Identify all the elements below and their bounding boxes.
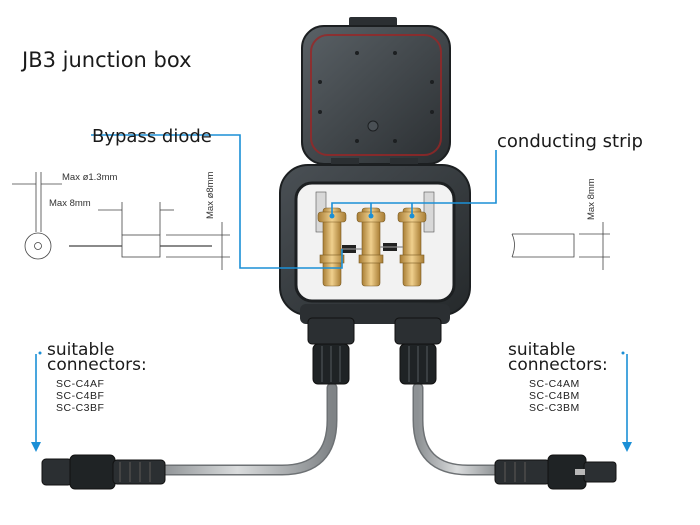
- bypass-diode-leader: [91, 134, 343, 269]
- terminal-strips: [317, 207, 427, 287]
- output-cables: [154, 382, 511, 476]
- strip-dimension-sketch: [511, 222, 610, 270]
- left-model-3: SC-C3BF: [56, 402, 105, 414]
- left-model-1: SC-C4AF: [56, 378, 105, 390]
- cable-glands: [307, 317, 442, 385]
- right-connector-models: SC-C4AM SC-C4BM SC-C3BM: [529, 378, 580, 414]
- bypass-diodes: [341, 243, 403, 253]
- diode-body: [121, 234, 161, 258]
- connector-male: [494, 454, 617, 490]
- diode-wire-dimension: Max ø1.3mm: [62, 172, 118, 183]
- right-connectors-heading: suitable connectors:: [508, 340, 608, 375]
- strip-section: [511, 233, 575, 258]
- left-connector-models: SC-C4AF SC-C4BF SC-C3BF: [56, 378, 104, 414]
- junction-box-lid: [301, 17, 451, 170]
- diode-dimension-sketch: [12, 172, 230, 270]
- left-model-2: SC-C4BF: [56, 390, 105, 402]
- left-heading-line1: suitable: [47, 340, 115, 360]
- diode-body-dimension: Max ø8mm: [205, 171, 216, 220]
- terminal-3: [397, 207, 427, 287]
- conducting-strip-leader-1: [331, 150, 497, 216]
- diode-end-view: [24, 232, 52, 260]
- left-heading-line2: connectors:: [47, 355, 147, 375]
- right-model-3: SC-C3BM: [529, 402, 580, 414]
- connector-female: [41, 454, 166, 490]
- page-title: JB3 junction box: [22, 48, 192, 72]
- right-model-2: SC-C4BM: [529, 390, 580, 402]
- left-connectors-heading: suitable connectors:: [47, 340, 147, 375]
- conducting-strip-label: conducting strip: [497, 131, 643, 152]
- bypass-diode-label: Bypass diode: [92, 126, 212, 147]
- strip-width-dimension: Max 8mm: [586, 178, 597, 220]
- right-heading-line2: connectors:: [508, 355, 608, 375]
- right-heading-line1: suitable: [508, 340, 576, 360]
- diode-length-dimension: Max 8mm: [49, 198, 91, 209]
- right-model-1: SC-C4AM: [529, 378, 580, 390]
- callout-lines: [35, 134, 628, 445]
